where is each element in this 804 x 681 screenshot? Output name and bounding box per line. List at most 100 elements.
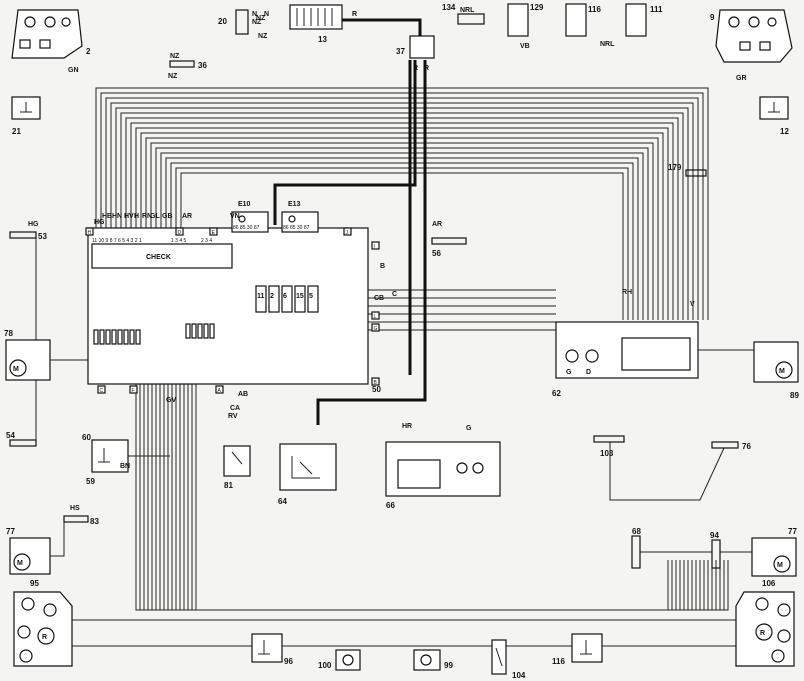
- svg-text:AR: AR: [432, 221, 442, 228]
- svg-text:M: M: [17, 560, 23, 567]
- wire-code: AB: [238, 391, 248, 398]
- component-53: 53 HG: [9, 221, 47, 241]
- label-89: 89: [790, 391, 799, 400]
- connector-tag: [209, 227, 218, 236]
- fuse: [307, 285, 319, 313]
- svg-text:NZ: NZ: [252, 19, 262, 26]
- label-83: 81: [224, 481, 233, 490]
- label-76: 77: [6, 527, 15, 536]
- wire-code: VB: [520, 43, 530, 50]
- connector-tag: [97, 385, 106, 394]
- svg-text:D: D: [586, 369, 591, 376]
- connector-letter: H: [88, 230, 92, 236]
- fuse: [281, 285, 293, 313]
- wire-code: RV: [228, 413, 238, 420]
- connector-letter: G: [374, 326, 378, 332]
- resistor: [197, 323, 203, 339]
- connector-letter: D: [178, 230, 182, 236]
- wire-code: N: [264, 11, 269, 18]
- fuse: [268, 285, 280, 313]
- wire-code: HB: [102, 213, 112, 220]
- label-37: 37: [396, 47, 405, 56]
- component-9: 9: [710, 9, 793, 63]
- label-66: 62: [552, 389, 561, 398]
- wire-code: HR: [402, 423, 412, 430]
- component-78: M 78: [4, 329, 51, 381]
- wire-code: VN: [230, 213, 240, 220]
- label-54: 54: [6, 431, 15, 440]
- resistor: [111, 329, 117, 345]
- svg-text:M: M: [777, 562, 783, 569]
- resistor: [93, 329, 99, 345]
- wire-code: GV: [166, 397, 176, 404]
- relay-e10: E10 86 85 30 87: [231, 201, 269, 233]
- connector-tag: [175, 227, 184, 236]
- label-179: 179: [668, 163, 682, 172]
- label-60: 60: [82, 433, 91, 442]
- resistor: [203, 323, 209, 339]
- connector-tag: [371, 377, 380, 386]
- fuse: [294, 285, 306, 313]
- resistor: [123, 329, 129, 345]
- component-106: 116: [552, 633, 603, 666]
- label-129: 129: [530, 3, 544, 12]
- wire-code: GR: [736, 75, 747, 82]
- label-100: 100: [318, 661, 332, 670]
- label-103: 103: [600, 449, 614, 458]
- fuse: [255, 285, 267, 313]
- fuse-label: 15: [296, 293, 304, 300]
- power-wires: [273, 18, 427, 425]
- label-70: 76: [742, 442, 751, 451]
- label-50: 50: [372, 385, 381, 394]
- connector-tag: [85, 227, 94, 236]
- label-53: 53: [38, 232, 47, 241]
- wire-code: C: [392, 291, 397, 298]
- component-92: 94: [710, 531, 721, 569]
- svg-text:R: R: [760, 630, 765, 637]
- resistor: [129, 329, 135, 345]
- component-70: 76: [711, 441, 751, 451]
- label-68: 68: [632, 527, 641, 536]
- wire-code: RN: [142, 213, 152, 220]
- label-96: 104: [512, 671, 526, 680]
- label-81: 83: [90, 517, 99, 526]
- pins-mid: 1 3 4 5: [171, 238, 187, 244]
- wire-code: V: [690, 301, 695, 308]
- connector-letter: F: [132, 388, 135, 394]
- label-116: 116: [588, 5, 601, 14]
- connector-letter: I: [374, 244, 375, 250]
- component-179: 179: [668, 163, 707, 177]
- wire-code: CB: [374, 295, 384, 302]
- component-89: M 89: [753, 341, 799, 400]
- relay-e10-label: E10: [238, 201, 251, 208]
- resistor: [191, 323, 197, 339]
- component-13: 13: [289, 4, 343, 44]
- component-129: 129: [507, 3, 544, 37]
- component-62: 64: [278, 443, 337, 506]
- connector-tag: [129, 385, 138, 394]
- svg-text:86 85 30 87: 86 85 30 87: [283, 225, 310, 231]
- wire-code: NZ: [256, 15, 266, 22]
- label-13: 13: [318, 35, 327, 44]
- component-76: M 77: [6, 527, 51, 575]
- wire-code: R: [352, 11, 357, 18]
- fuse-label: 2: [270, 293, 274, 300]
- relay-e13-label: E13: [288, 201, 301, 208]
- label-111: 111: [650, 5, 663, 14]
- wire-code: B: [380, 263, 385, 270]
- resistor: [117, 329, 123, 345]
- label-92: 94: [710, 531, 719, 540]
- wire-code: RH: [622, 289, 632, 296]
- component-77: M 77: [751, 527, 797, 577]
- check-label: CHECK: [146, 254, 171, 261]
- svg-text:NZ: NZ: [168, 73, 178, 80]
- svg-text:NZ: NZ: [258, 33, 268, 40]
- label-56: 56: [432, 249, 441, 258]
- fuse-label: 11: [257, 293, 265, 300]
- svg-text:86 85 30 87: 86 85 30 87: [233, 225, 260, 231]
- wire-code: HV: [124, 213, 134, 220]
- component-95: 96: [251, 633, 293, 666]
- label-59: 59: [86, 477, 95, 486]
- svg-text:HG: HG: [28, 221, 39, 228]
